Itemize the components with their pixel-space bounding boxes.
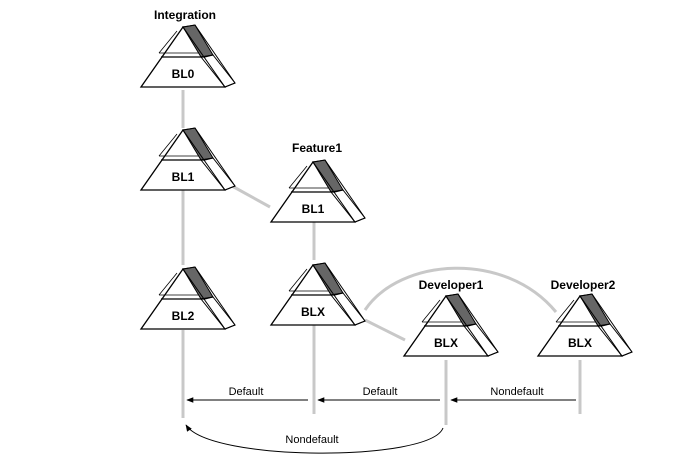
stream-title-developer1: Developer1 [419,278,484,292]
baseline-bl2: BL2 [140,266,236,330]
stream-title-developer2: Developer2 [551,278,616,292]
baseline-label: BLX [301,305,325,319]
connector-lines [181,90,582,425]
arrow-label-nondefault-2: Nondefault [285,434,338,446]
baseline-blx-dev1: BLX [403,293,499,357]
baseline-bl1-integration: BL1 [140,127,236,191]
baseline-bl0: BL0 [140,24,236,88]
arrow-label-default-1: Default [229,386,264,398]
connector-bl1-feature [231,184,271,209]
baseline-label: BL1 [302,202,325,216]
stream-title-feature1: Feature1 [292,141,342,155]
arrow-label-nondefault-1: Nondefault [490,386,543,398]
baseline-blx-feature: BLX [270,262,366,326]
baseline-label: BLX [434,336,458,350]
baseline-label: BLX [568,336,592,350]
stream-title-integration: Integration [154,8,216,22]
baseline-label: BL0 [172,67,195,81]
baseline-label: BL1 [172,170,195,184]
baseline-bl1-feature: BL1 [270,159,366,223]
connector-feature-dev1 [364,318,406,342]
arrow-label-default-2: Default [363,386,398,398]
delivery-arrows: Default Default Nondefault Nondefault [185,386,576,454]
arrow-dev1-to-integration [185,424,444,454]
baseline-blx-dev2: BLX [537,293,633,357]
connector-feature-dev2 [363,266,558,313]
baseline-label: BL2 [172,309,195,323]
